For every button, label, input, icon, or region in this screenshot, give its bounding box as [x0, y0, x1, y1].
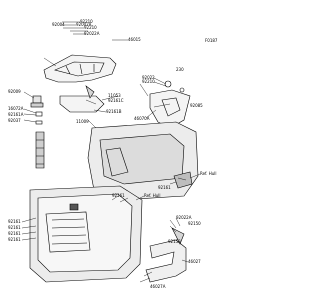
part-label-92161-r: 92161: [158, 185, 171, 190]
part-label-92161-m: 92161: [112, 193, 125, 198]
part-label-16072a: 16072A: [8, 106, 24, 111]
part-label-92161c: 92161C: [108, 98, 124, 103]
grab-handle-part: [145, 239, 187, 283]
part-label-92161-l2: 92161: [8, 225, 21, 230]
part-label-46015: 46015: [128, 37, 141, 42]
ref-hull-2: Ref. Hull: [144, 193, 161, 198]
part-label-46027: 46027: [188, 259, 201, 264]
part-label-11009: 11009: [76, 119, 89, 124]
part-label-92210-b: 92210: [84, 25, 97, 30]
part-label-92002a: 92002A: [76, 22, 92, 27]
part-label-92022: 92022: [142, 75, 155, 80]
bracket-part: [59, 95, 105, 113]
part-label-92161-l3: 92161: [8, 231, 21, 236]
part-label-92161b: 92161B: [106, 109, 122, 114]
part-label-92022a: 92022A: [84, 31, 100, 36]
part-label-46070a: 46070A: [134, 116, 150, 121]
cap-part: [32, 95, 42, 104]
upper-cover-part: [43, 54, 117, 83]
part-label-92161-l1: 92161: [8, 219, 21, 224]
part-label-92037: 92037: [8, 118, 21, 123]
part-label-92210-top: 92210: [80, 19, 93, 24]
parts-drawing: [21, 21, 201, 283]
ref-hull-1: Ref. Hull: [200, 171, 217, 176]
part-label-92085: 92085: [190, 103, 203, 108]
washer-part: [35, 120, 43, 125]
diagram-code: F0187: [205, 38, 218, 43]
part-label-92161-bl: 92161: [8, 237, 21, 242]
part-label-92150: 92150: [188, 221, 201, 226]
part-label-92009: 92009: [8, 89, 21, 94]
part-label-92161a: 92161A: [8, 112, 24, 117]
part-label-92022a-b: 92022A: [176, 215, 192, 220]
part-label-11053: 11053: [108, 93, 121, 98]
parts-diagram: F0187 92210 92004 92002A 92210 92022A 46…: [8, 19, 218, 289]
part-label-92004: 92004: [52, 22, 65, 27]
part-label-230: 230: [176, 67, 184, 72]
part-label-92153: 92153: [168, 239, 181, 244]
tube-part: [35, 131, 45, 169]
part-label-92210-r: 92210: [142, 79, 155, 84]
part-label-46027a: 46027A: [150, 284, 166, 289]
grommet-part: [35, 111, 43, 117]
